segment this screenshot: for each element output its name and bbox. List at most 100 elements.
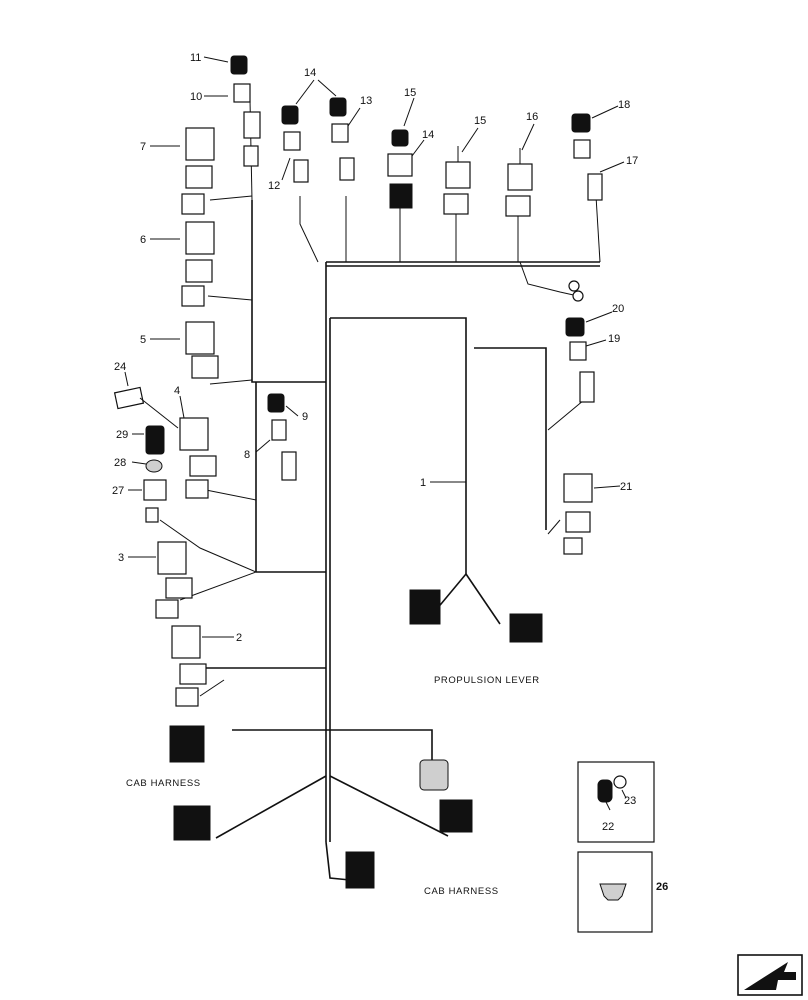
knob-cap-15b — [329, 97, 347, 117]
callout-1: 1 — [420, 477, 426, 489]
rocker-connector-6 — [185, 259, 213, 283]
rocker-connector-7 — [185, 165, 213, 189]
knob-cap-11 — [230, 55, 248, 75]
rocker-switch-7 — [185, 127, 215, 161]
callout-19: 18 — [618, 99, 630, 111]
caption-cab-harness-left: CAB HARNESS — [126, 778, 201, 789]
cab-connector-round — [419, 759, 449, 791]
switch-body-12 — [283, 131, 301, 151]
rocker-connector-22 — [565, 511, 591, 533]
rocker-connector-3 — [165, 577, 193, 599]
callout-13: 13 — [360, 95, 372, 107]
connector-12 — [293, 159, 309, 183]
gasket-25 — [113, 386, 145, 410]
rocker-plug-6 — [181, 285, 205, 307]
connector-10 — [243, 111, 261, 139]
connector-17 — [505, 195, 531, 217]
knob-cap-15c — [391, 129, 409, 147]
toggle-17 — [507, 163, 533, 191]
nut-24 — [613, 775, 627, 789]
rocker-plug-22 — [563, 537, 583, 555]
captions: PROPULSION LEVER CAB HARNESS CAB HARNESS — [126, 675, 540, 897]
inset-hardware — [577, 761, 655, 933]
callout-27: 27 — [112, 485, 124, 497]
callout-9: 9 — [302, 411, 308, 423]
callout-22: 21 — [620, 481, 632, 493]
callout-29: 29 — [116, 429, 128, 441]
connector-18 — [587, 173, 603, 201]
switch-body-13 — [331, 123, 349, 143]
callout-20: 19 — [608, 333, 620, 345]
ground-lug-b — [572, 290, 584, 302]
callout-14: 14 — [422, 129, 434, 141]
connector-10b — [243, 145, 259, 167]
inset-box-23-24 — [577, 761, 655, 843]
switch-body-8 — [271, 419, 287, 441]
rocker-plug-3 — [155, 599, 179, 619]
switch-body-10 — [233, 83, 251, 103]
callout-12: 12 — [268, 180, 280, 192]
connector-14 — [389, 183, 413, 209]
toggle-16 — [445, 161, 471, 189]
rocker-switch-6 — [185, 221, 215, 255]
rocker-switch-2 — [171, 625, 201, 659]
callout-7: 7 — [140, 141, 146, 153]
callout-21: 20 — [612, 303, 624, 315]
callout-4: 4 — [174, 385, 180, 397]
ground-lug-a — [568, 280, 580, 292]
callout-28: 28 — [114, 457, 126, 469]
callout-17: 16 — [526, 111, 538, 123]
switch-14 — [387, 153, 413, 177]
rocker-switch-4 — [179, 417, 209, 451]
switch-body-20 — [569, 341, 587, 361]
rocker-plug-4 — [185, 479, 209, 499]
rocker-switch-3 — [157, 541, 187, 575]
callout-labels: 11 10 7 6 5 24 4 29 28 27 3 2 8 9 14 13 … — [112, 52, 668, 893]
caption-cab-harness-bottom: CAB HARNESS — [424, 886, 499, 897]
cab-connector-left-lower — [173, 805, 211, 841]
rocker-plug-7 — [181, 193, 205, 215]
cab-connector-bottom — [345, 851, 375, 889]
cab-connector-left — [169, 725, 205, 763]
knob-cap-21 — [565, 317, 585, 337]
callout-23: 22 — [602, 821, 614, 833]
grommet-26 — [599, 883, 627, 901]
callout-10: 10 — [190, 91, 202, 103]
callout-11: 11 — [190, 52, 201, 64]
rocker-connector-2 — [179, 663, 207, 685]
callout-15a: 14 — [304, 67, 316, 79]
callout-15b: 15 — [404, 87, 416, 99]
callout-25: 24 — [114, 361, 126, 373]
rocker-switch-5 — [185, 321, 215, 355]
caption-propulsion-lever: PROPULSION LEVER — [434, 675, 540, 686]
rocker-connector-4 — [189, 455, 217, 477]
clip-23 — [597, 779, 613, 803]
callout-26: 26 — [656, 881, 668, 893]
knob-cap-19 — [571, 113, 591, 133]
cab-connector-right-lower — [439, 799, 473, 833]
cap-29 — [145, 425, 165, 455]
connector-13 — [339, 157, 355, 181]
leader-lines — [124, 56, 627, 811]
rocker-plug-2 — [175, 687, 199, 707]
knob-cap-9 — [267, 393, 285, 413]
connector-20 — [579, 371, 595, 403]
callout-16: 15 — [474, 115, 486, 127]
nut-28 — [145, 459, 163, 473]
callout-3: 3 — [118, 552, 124, 564]
connector-16 — [443, 193, 469, 215]
nav-arrow-icon[interactable] — [737, 954, 803, 996]
propulsion-connector-left — [409, 589, 441, 625]
propulsion-connector-right — [509, 613, 543, 643]
callout-18: 17 — [626, 155, 638, 167]
knob-cap-15a — [281, 105, 299, 125]
rocker-switch-22 — [563, 473, 593, 503]
switch-27 — [143, 479, 167, 501]
switch-body-18 — [573, 139, 591, 159]
harness-wires — [159, 99, 601, 881]
callout-8: 8 — [244, 449, 250, 461]
terminal-27 — [145, 507, 159, 523]
callout-2: 2 — [236, 632, 242, 644]
components — [113, 55, 603, 889]
